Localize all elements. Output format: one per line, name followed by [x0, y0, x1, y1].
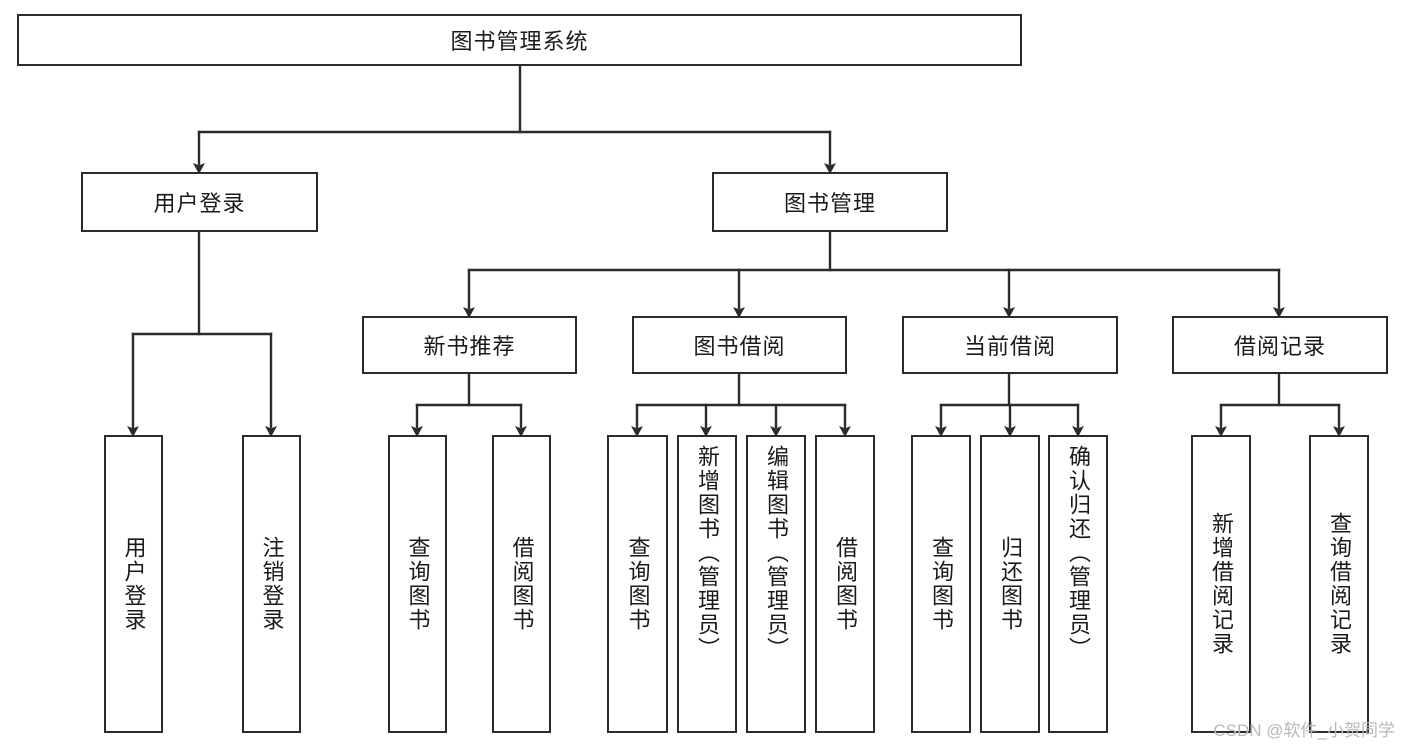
node-leaf-user-login-label: 用户登录	[121, 536, 147, 632]
node-borrow-record[interactable]: 借阅记录	[1172, 316, 1388, 374]
node-leaf-add-record[interactable]: 新增借阅记录	[1191, 435, 1251, 733]
node-leaf-query-book-3-label: 查询图书	[928, 536, 954, 632]
node-root[interactable]: 图书管理系统	[17, 14, 1022, 66]
node-new-book-rec[interactable]: 新书推荐	[362, 316, 577, 374]
node-borrow-record-label: 借阅记录	[1233, 334, 1326, 359]
node-leaf-query-book-2-label: 查询图书	[625, 536, 651, 632]
node-leaf-logout[interactable]: 注销登录	[242, 435, 301, 733]
node-book-borrow[interactable]: 图书借阅	[632, 316, 847, 374]
node-leaf-query-record-label: 查询借阅记录	[1326, 512, 1352, 656]
node-leaf-edit-book-label: 编辑图书（管理员）	[763, 445, 789, 661]
node-leaf-edit-book[interactable]: 编辑图书（管理员）	[746, 435, 806, 733]
node-leaf-return-book-label: 归还图书	[997, 536, 1023, 632]
node-leaf-add-book-label: 新增图书（管理员）	[694, 445, 720, 661]
node-leaf-borrow-book-2-label: 借阅图书	[832, 536, 858, 632]
node-leaf-query-book-3[interactable]: 查询图书	[911, 435, 971, 733]
node-leaf-query-book-1-label: 查询图书	[405, 536, 431, 632]
node-book-borrow-label: 图书借阅	[693, 334, 786, 359]
node-leaf-confirm-return-label: 确认归还（管理员）	[1065, 445, 1091, 661]
node-leaf-borrow-book-1[interactable]: 借阅图书	[492, 435, 551, 733]
node-leaf-query-book-2[interactable]: 查询图书	[607, 435, 668, 733]
node-leaf-user-login[interactable]: 用户登录	[104, 435, 163, 733]
node-new-book-rec-label: 新书推荐	[423, 334, 516, 359]
node-user-login[interactable]: 用户登录	[81, 172, 318, 232]
node-leaf-add-record-label: 新增借阅记录	[1208, 512, 1234, 656]
node-leaf-add-book[interactable]: 新增图书（管理员）	[677, 435, 737, 733]
node-leaf-return-book[interactable]: 归还图书	[980, 435, 1040, 733]
node-root-label: 图书管理系统	[450, 29, 589, 54]
node-book-manage[interactable]: 图书管理	[712, 172, 948, 232]
node-book-manage-label: 图书管理	[783, 191, 876, 216]
node-leaf-borrow-book-2[interactable]: 借阅图书	[815, 435, 875, 733]
node-leaf-query-record[interactable]: 查询借阅记录	[1309, 435, 1369, 733]
node-leaf-confirm-return[interactable]: 确认归还（管理员）	[1048, 435, 1108, 733]
node-leaf-query-book-1[interactable]: 查询图书	[388, 435, 447, 733]
node-leaf-logout-label: 注销登录	[259, 536, 285, 632]
node-current-borrow-label: 当前借阅	[963, 334, 1056, 359]
node-current-borrow[interactable]: 当前借阅	[902, 316, 1118, 374]
node-leaf-borrow-book-1-label: 借阅图书	[509, 536, 535, 632]
node-user-login-label: 用户登录	[153, 191, 246, 216]
